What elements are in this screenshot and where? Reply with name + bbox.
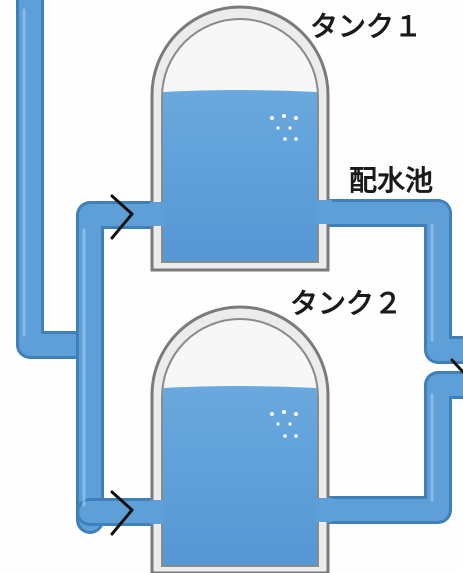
pipe-network xyxy=(16,0,463,534)
tank1-water xyxy=(163,90,317,261)
flow-arrow-icon xyxy=(450,358,463,374)
tank1-label: タンク１ xyxy=(310,10,422,43)
reservoir-label: 配水池 xyxy=(349,164,433,197)
tank-2 xyxy=(150,305,332,573)
flow-arrow-icon xyxy=(110,490,134,536)
tank2-water xyxy=(163,386,317,565)
tank-1 xyxy=(150,5,332,272)
tank2-label: タンク２ xyxy=(290,287,402,320)
sparkle-icon xyxy=(270,114,298,141)
sparkle-icon xyxy=(270,410,298,438)
flow-arrow-icon xyxy=(110,194,134,240)
